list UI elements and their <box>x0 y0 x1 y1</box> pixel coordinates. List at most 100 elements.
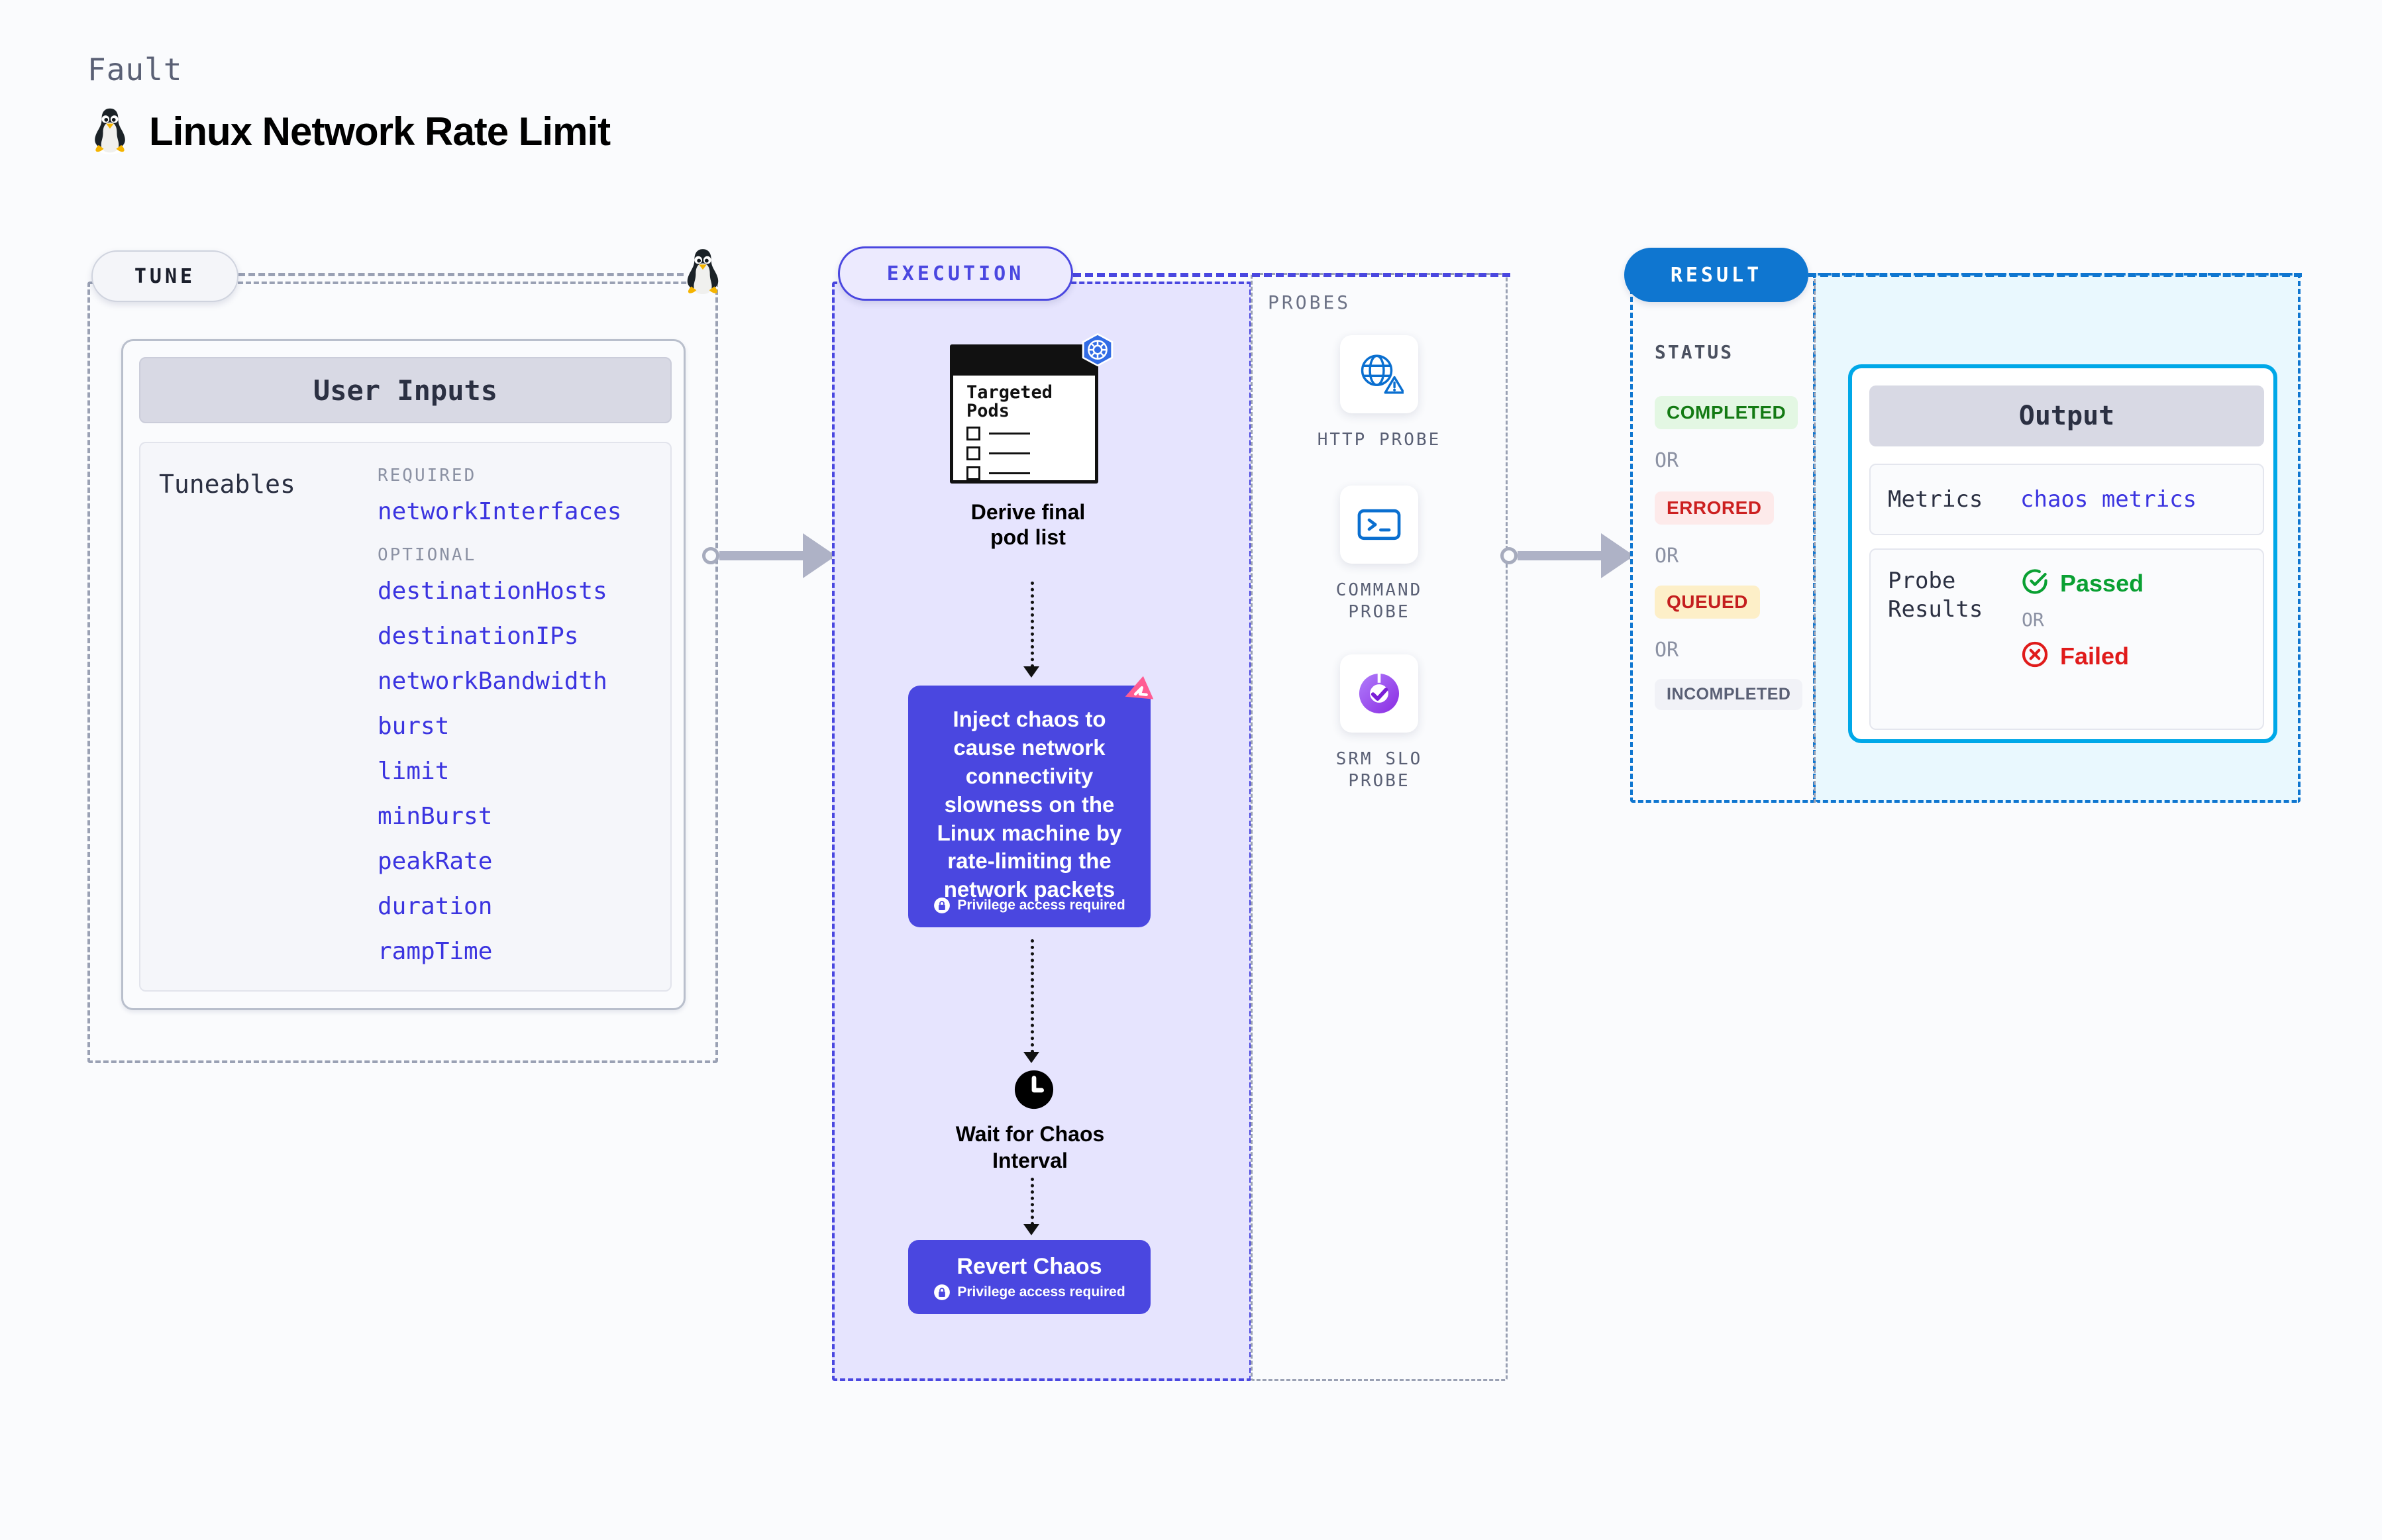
output-metrics-value[interactable]: chaos metrics <box>2020 486 2197 513</box>
connector-shaft <box>719 551 804 560</box>
tuneables-list: REQUIRED networkInterfaces OPTIONAL dest… <box>378 466 670 990</box>
output-probe-results-values: Passed OR Failed <box>2020 567 2144 711</box>
tuneable-networkInterfaces[interactable]: networkInterfaces <box>378 498 622 525</box>
output-card: Output Metrics chaos metrics Probe Resul… <box>1848 364 2277 743</box>
inject-chaos-box[interactable]: Inject chaos to cause network connectivi… <box>908 676 1154 927</box>
probe-http-label-line1: HTTP <box>1317 430 1367 450</box>
tuneable-limit[interactable]: limit <box>378 758 450 785</box>
user-inputs-title: User Inputs <box>139 357 672 423</box>
probe-http[interactable]: HTTP PROBE <box>1300 335 1459 451</box>
tune-pill-label: TUNE <box>91 250 238 302</box>
derive-pod-list-step: Targeted Pods Derive final pod list <box>950 333 1113 550</box>
tuneable-duration[interactable]: duration <box>378 893 493 920</box>
clock-icon <box>1013 1069 1055 1110</box>
flow-arrow-head <box>1023 1224 1039 1235</box>
tuneable-peakRate[interactable]: peakRate <box>378 848 493 875</box>
flow-arrow-head <box>1023 666 1039 678</box>
privilege-note-text: Privilege access required <box>957 1284 1125 1300</box>
flow-arrow-shaft <box>1031 1178 1034 1225</box>
probe-result-or: OR <box>2022 609 2044 631</box>
flow-arrow-shaft <box>1031 582 1034 668</box>
user-inputs-card: User Inputs Tuneables REQUIRED networkIn… <box>121 339 686 1010</box>
flow-arrow-shaft <box>1031 939 1034 1053</box>
pods-checklist-row <box>966 466 1095 480</box>
connector-shaft <box>1518 551 1602 560</box>
result-status-region <box>1630 273 1816 803</box>
status-badge-completed: COMPLETED <box>1655 396 1798 429</box>
pods-checklist-row <box>966 426 1095 440</box>
linux-tux-icon <box>89 106 130 156</box>
output-metrics-row: Metrics chaos metrics <box>1869 464 2264 535</box>
page-title: Linux Network Rate Limit <box>149 109 611 154</box>
probe-srm-slo-label-line2: PROBE <box>1348 770 1410 791</box>
revert-chaos-label: Revert Chaos <box>957 1253 1102 1279</box>
probe-command-label-line1: COMMAND <box>1335 580 1423 600</box>
linux-tux-icon-marker <box>682 246 723 298</box>
litmus-chaos-icon <box>1119 671 1160 712</box>
tuneable-minBurst[interactable]: minBurst <box>378 803 493 830</box>
connector-execution-to-result <box>1500 533 1646 578</box>
probe-srm-slo-label-line1: SRM SLO <box>1335 749 1423 769</box>
inject-chaos-text: Inject chaos to cause network connectivi… <box>937 707 1122 902</box>
wait-caption-line1: Wait for Chaos <box>955 1122 1105 1146</box>
targeted-pods-title-line1: Targeted <box>966 382 1053 403</box>
connector-start-dot <box>702 547 719 564</box>
terminal-icon <box>1340 486 1418 564</box>
status-label: STATUS <box>1655 341 1734 363</box>
status-badge-incompleted: INCOMPLETED <box>1655 679 1803 710</box>
globe-warning-icon <box>1340 335 1418 413</box>
probe-srm-slo-label: SRM SLO PROBE <box>1336 748 1423 792</box>
tuneables-body: Tuneables REQUIRED networkInterfaces OPT… <box>139 442 672 992</box>
pods-checklist-row <box>966 446 1095 460</box>
tune-section <box>87 282 718 1063</box>
check-circle-icon <box>2020 567 2049 599</box>
tuneable-burst[interactable]: burst <box>378 713 450 740</box>
probe-http-label: HTTP PROBE <box>1318 429 1441 451</box>
status-badge-queued: QUEUED <box>1655 586 1760 619</box>
probe-command-label: COMMAND PROBE <box>1336 580 1423 623</box>
targeted-pods-title: Targeted Pods <box>953 376 1095 427</box>
lock-icon <box>933 1284 951 1301</box>
status-or-2: OR <box>1655 544 1679 568</box>
tuneables-label: Tuneables <box>159 470 295 499</box>
targeted-pods-card: Targeted Pods <box>950 344 1098 484</box>
execution-pill-label: EXECUTION <box>838 246 1073 301</box>
slo-donut-check-icon <box>1340 654 1418 733</box>
output-probe-results-key: Probe Results <box>1888 567 2020 711</box>
tuneable-networkBandwidth[interactable]: networkBandwidth <box>378 668 607 695</box>
tuneables-group-optional-label: OPTIONAL <box>378 545 477 565</box>
line-placeholder <box>989 452 1030 454</box>
connector-start-dot <box>1500 547 1518 564</box>
wait-caption-line2: Interval <box>992 1149 1068 1172</box>
output-probe-results-row: Probe Results Passed OR <box>1869 548 2264 730</box>
pods-card-titlebar <box>953 348 1095 376</box>
connector-arrowhead <box>803 533 836 578</box>
connector-tune-to-execution <box>702 533 848 578</box>
result-header-dashed-line <box>1808 273 2302 277</box>
tuneable-rampTime[interactable]: rampTime <box>378 938 493 965</box>
lock-icon <box>933 897 951 914</box>
output-card-title: Output <box>1869 385 2264 446</box>
derive-pod-list-caption: Derive final pod list <box>970 500 1086 550</box>
wait-for-chaos-caption: Wait for Chaos Interval <box>907 1121 1153 1174</box>
pods-checklist <box>953 426 1095 480</box>
status-or-1: OR <box>1655 449 1679 472</box>
x-circle-icon <box>2020 640 2049 672</box>
tuneable-destinationHosts[interactable]: destinationHosts <box>378 578 607 605</box>
status-or-3: OR <box>1655 639 1679 662</box>
probe-command-label-line2: PROBE <box>1348 601 1410 622</box>
tuneable-destinationIPs[interactable]: destinationIPs <box>378 623 579 650</box>
result-status-divider <box>1642 273 1816 803</box>
output-probe-key-line1: Probe <box>1888 568 1956 594</box>
privilege-note-text: Privilege access required <box>957 898 1125 913</box>
probe-passed-label: Passed <box>2060 569 2144 597</box>
output-probe-key-line2: Results <box>1888 595 1983 623</box>
execution-header-dashed-line <box>1073 273 1510 277</box>
revert-chaos-box[interactable]: Revert Chaos Privilege access required <box>908 1240 1151 1314</box>
probe-http-label-line2: PROBE <box>1379 430 1441 450</box>
probe-command[interactable]: COMMAND PROBE <box>1300 486 1459 623</box>
status-badge-errored: ERRORED <box>1655 491 1774 525</box>
inject-chaos-privilege-note: Privilege access required <box>908 897 1151 914</box>
probe-srm-slo[interactable]: SRM SLO PROBE <box>1300 654 1459 792</box>
tuneables-group-required-label: REQUIRED <box>378 466 477 486</box>
